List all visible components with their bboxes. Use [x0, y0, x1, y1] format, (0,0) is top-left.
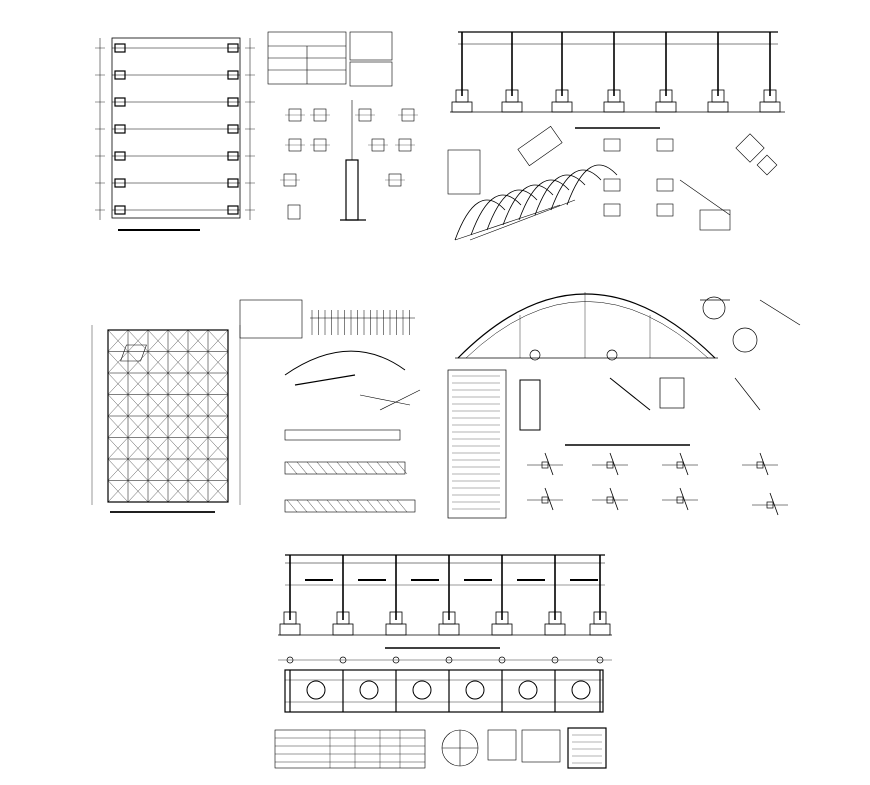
panel-schedule	[274, 727, 607, 769]
panel-section-2	[278, 656, 612, 713]
panel-arch-iso	[447, 125, 778, 241]
panel-arch-section	[447, 292, 801, 519]
panel-plan-1	[95, 37, 255, 231]
panel-roof-plan	[91, 325, 241, 513]
panel-portal-frame	[450, 31, 785, 129]
panel-elevation-2	[278, 554, 612, 649]
panel-details-1	[267, 31, 418, 221]
panel-truss-details	[120, 299, 421, 513]
